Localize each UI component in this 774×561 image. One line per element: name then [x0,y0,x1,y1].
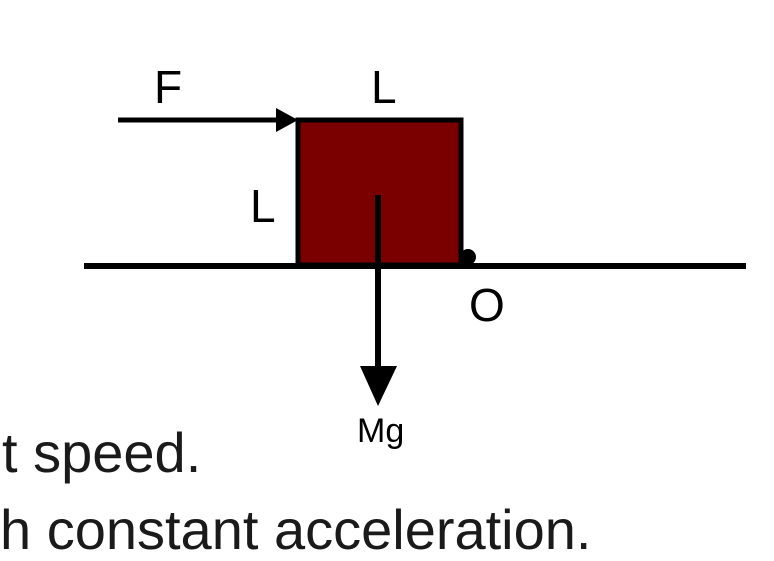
caption-line-1: t speed. [2,421,202,484]
force-label: F [154,61,182,113]
pivot-dot [460,249,476,265]
caption-line-2: h constant acceleration. [0,498,592,561]
side-length-label: L [250,180,276,232]
weight-arrow-head [360,366,397,406]
weight-label: Mg [357,412,404,450]
pivot-label: O [469,279,505,331]
force-arrow-head [276,108,298,132]
top-length-label: L [371,61,397,113]
